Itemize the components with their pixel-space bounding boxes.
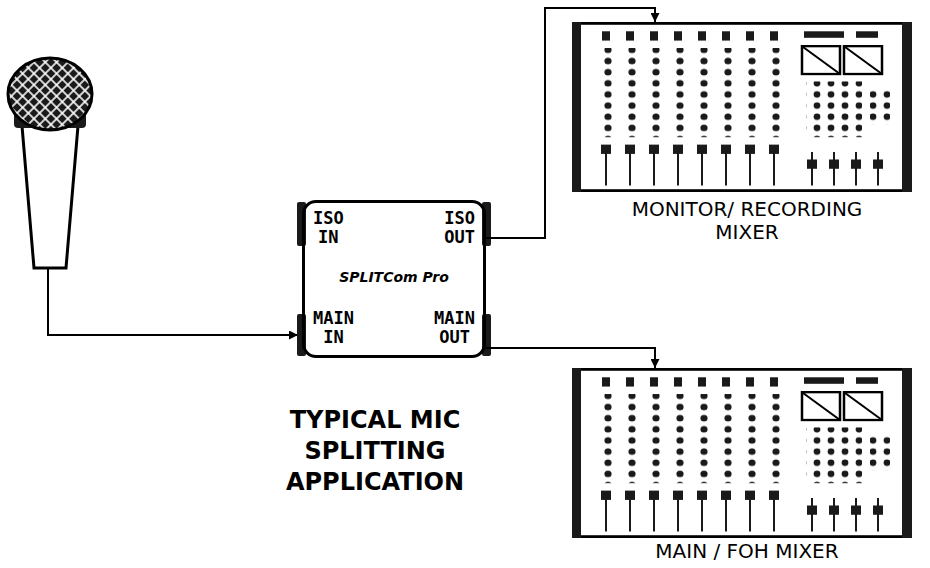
mixer-label: MONITOR/ RECORDING MIXER [597,198,897,244]
port-label: MAIN IN [313,309,354,346]
diagram-title: TYPICAL MIC SPLITTING APPLICATION [255,405,495,499]
mixer-console [572,22,912,192]
port-label: ISO IN [313,209,344,246]
signal-cable [486,348,655,368]
mixer-console [572,368,912,538]
port-label: MAIN OUT [434,309,475,346]
mixer-node: MAIN / FOH MIXER [572,368,922,568]
mixer-node: MONITOR/ RECORDING MIXER [572,22,922,250]
signal-cable [486,8,655,238]
mixer-label: MAIN / FOH MIXER [572,540,922,563]
splitter-box: ISO IN ISO OUT SPLITCom ProMAIN IN MAIN OUT [302,200,486,358]
microphone [8,58,92,268]
device-name: SPLITCom Pro [305,269,483,285]
port-label: ISO OUT [444,209,475,246]
mic-body [22,126,78,268]
mic-grille [8,58,92,130]
splitter-connectors [297,202,491,356]
mic-cable [48,268,298,335]
